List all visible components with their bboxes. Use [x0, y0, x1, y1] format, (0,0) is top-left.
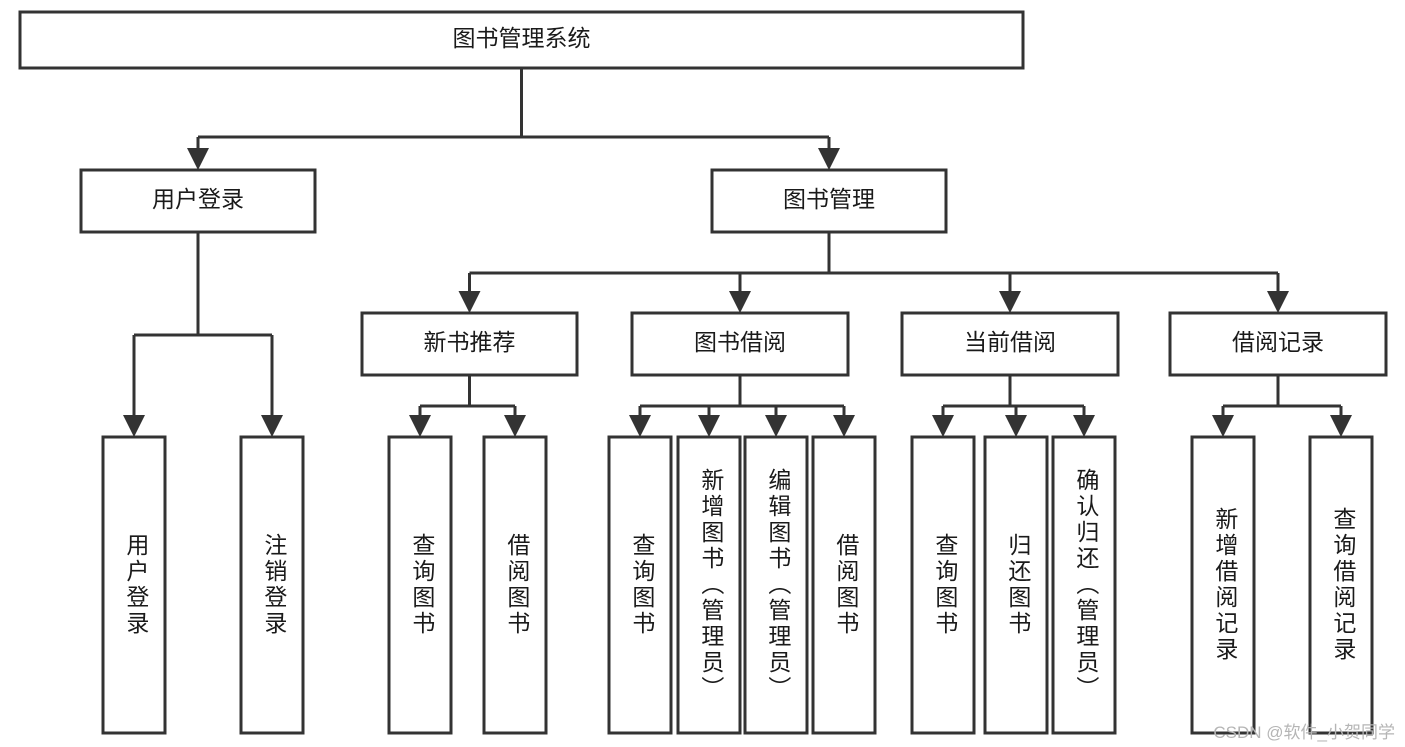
node-user-login[interactable]: 用户登录: [79, 168, 317, 234]
arrow-head-icon-leaf-nb-borrow: [504, 415, 526, 437]
node-borrow-record[interactable]: 借阅记录: [1168, 311, 1388, 377]
node-box-user-login: [79, 168, 317, 234]
arrow-head-icon-leaf-user-login: [123, 415, 145, 437]
arrow-head-icon-leaf-bb-query: [629, 415, 651, 437]
arrow-head-icon-leaf-cb-confirm: [1073, 415, 1095, 437]
node-leaf-cb-confirm[interactable]: 确认归还（管理员）: [1051, 435, 1117, 735]
node-leaf-cb-query[interactable]: 查询图书: [910, 435, 976, 735]
arrow-head-icon-new-book-recommend: [458, 291, 481, 313]
arrow-head-icon-leaf-br-query: [1330, 415, 1352, 437]
node-box-root: [18, 10, 1025, 70]
node-label-leaf-user-login: 用户登录: [123, 533, 150, 637]
node-label-leaf-br-query: 查询借阅记录: [1330, 507, 1357, 663]
node-label-leaf-br-add: 新增借阅记录: [1212, 507, 1239, 663]
arrow-head-icon-leaf-nb-query: [409, 415, 431, 437]
node-leaf-user-logout[interactable]: 注销登录: [239, 435, 305, 735]
node-leaf-cb-return[interactable]: 归还图书: [983, 435, 1049, 735]
node-leaf-nb-borrow[interactable]: 借阅图书: [482, 435, 548, 735]
arrow-head-icon-leaf-bb-add: [698, 415, 720, 437]
arrow-head-icon-leaf-br-add: [1212, 415, 1234, 437]
arrow-head-icon-leaf-cb-return: [1005, 415, 1027, 437]
node-label-leaf-nb-query: 查询图书: [409, 533, 436, 637]
node-box-leaf-cb-confirm: [1051, 435, 1117, 735]
node-label-user-login: 用户登录: [152, 186, 244, 212]
node-box-leaf-bb-query: [607, 435, 673, 735]
node-leaf-br-query[interactable]: 查询借阅记录: [1308, 435, 1374, 735]
node-label-leaf-cb-return: 归还图书: [1005, 533, 1032, 637]
node-label-leaf-nb-borrow: 借阅图书: [504, 533, 531, 637]
node-label-leaf-bb-add: 新增图书（管理员）: [698, 468, 725, 702]
node-root[interactable]: 图书管理系统: [18, 10, 1025, 70]
node-label-leaf-cb-query: 查询图书: [932, 533, 959, 637]
node-label-new-book-recommend: 新书推荐: [424, 329, 516, 355]
node-book-management[interactable]: 图书管理: [710, 168, 948, 234]
node-box-book-management: [710, 168, 948, 234]
node-box-leaf-br-query: [1308, 435, 1374, 735]
node-box-leaf-bb-edit: [743, 435, 809, 735]
arrow-head-icon-leaf-cb-query: [932, 415, 954, 437]
node-box-current-borrow: [900, 311, 1120, 377]
node-label-current-borrow: 当前借阅: [964, 329, 1056, 355]
node-box-borrow-record: [1168, 311, 1388, 377]
arrow-head-icon-leaf-bb-edit: [765, 415, 787, 437]
node-box-leaf-user-logout: [239, 435, 305, 735]
node-leaf-bb-borrow[interactable]: 借阅图书: [811, 435, 877, 735]
node-box-leaf-user-login: [101, 435, 167, 735]
node-box-leaf-bb-borrow: [811, 435, 877, 735]
node-leaf-user-login[interactable]: 用户登录: [101, 435, 167, 735]
arrow-head-icon-current-borrow: [999, 291, 1021, 313]
node-box-leaf-nb-borrow: [482, 435, 548, 735]
node-box-leaf-br-add: [1190, 435, 1256, 735]
node-label-leaf-bb-query: 查询图书: [629, 533, 656, 637]
node-box-leaf-cb-return: [983, 435, 1049, 735]
node-label-leaf-user-logout: 注销登录: [261, 533, 288, 637]
watermark-label: CSDN @软件_小贺同学: [1213, 723, 1395, 742]
arrow-head-icon-user-login: [187, 148, 209, 170]
node-label-borrow-record: 借阅记录: [1232, 329, 1324, 355]
arrow-head-icon-book-borrow: [729, 291, 751, 313]
node-leaf-bb-add[interactable]: 新增图书（管理员）: [676, 435, 742, 735]
node-label-leaf-cb-confirm: 确认归还（管理员）: [1073, 468, 1100, 702]
node-leaf-br-add[interactable]: 新增借阅记录: [1190, 435, 1256, 735]
arrow-head-icon-borrow-record: [1267, 291, 1289, 313]
node-book-borrow[interactable]: 图书借阅: [630, 311, 850, 377]
node-leaf-nb-query[interactable]: 查询图书: [387, 435, 453, 735]
arrow-head-icon-leaf-user-logout: [261, 415, 283, 437]
node-label-book-management: 图书管理: [783, 186, 875, 212]
node-current-borrow[interactable]: 当前借阅: [900, 311, 1120, 377]
node-box-new-book-recommend: [360, 311, 579, 377]
node-box-leaf-cb-query: [910, 435, 976, 735]
node-leaf-bb-edit[interactable]: 编辑图书（管理员）: [743, 435, 809, 735]
node-label-leaf-bb-borrow: 借阅图书: [833, 533, 860, 637]
node-leaf-bb-query[interactable]: 查询图书: [607, 435, 673, 735]
connector-layer: [123, 68, 1352, 437]
node-box-book-borrow: [630, 311, 850, 377]
node-box-leaf-nb-query: [387, 435, 453, 735]
node-label-book-borrow: 图书借阅: [694, 329, 786, 355]
arrow-head-icon-leaf-bb-borrow: [833, 415, 855, 437]
node-label-root: 图书管理系统: [453, 25, 591, 51]
node-label-leaf-bb-edit: 编辑图书（管理员）: [765, 468, 792, 702]
arrow-head-icon-book-management: [818, 148, 840, 170]
node-new-book-recommend[interactable]: 新书推荐: [360, 311, 579, 377]
node-layer: 图书管理系统用户登录图书管理新书推荐图书借阅当前借阅借阅记录用户登录注销登录查询…: [18, 10, 1388, 735]
node-box-leaf-bb-add: [676, 435, 742, 735]
